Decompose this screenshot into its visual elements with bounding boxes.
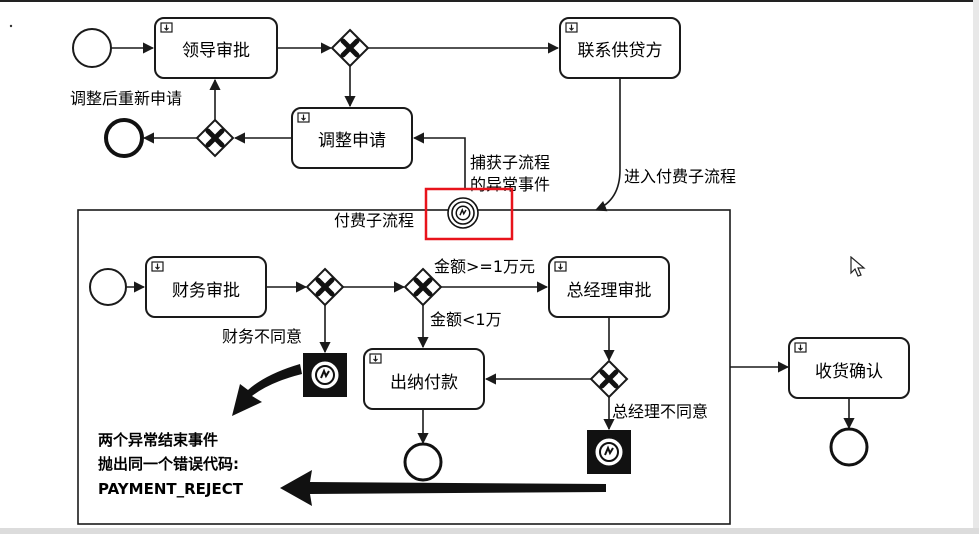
highlight-box bbox=[424, 187, 514, 241]
enter-subprocess-label: 进入付费子流程 bbox=[624, 167, 736, 186]
finance-reject-label: 财务不同意 bbox=[222, 327, 302, 346]
sequence-flows-subprocess bbox=[126, 281, 855, 445]
task-adjust-request-label: 调整申请 bbox=[318, 131, 386, 151]
start-event bbox=[72, 28, 112, 68]
exclusive-gateway-x-icon bbox=[332, 30, 368, 66]
catch-subprocess-label-line1: 捕获子流程 bbox=[470, 153, 550, 172]
note-line2: 抛出同一个错误代码: bbox=[98, 455, 239, 473]
bottom-edge bbox=[0, 528, 979, 534]
gm-reject-label: 总经理不同意 bbox=[612, 402, 708, 421]
subprocess-marker-icon bbox=[151, 261, 164, 272]
right-scroll-edge bbox=[973, 0, 979, 534]
error-event-icon bbox=[599, 442, 619, 462]
exclusive-gateway-x-icon bbox=[591, 361, 627, 397]
boundary-error-event[interactable] bbox=[447, 197, 479, 229]
subprocess-end-event bbox=[403, 442, 443, 482]
task-leader-approval-label: 领导审批 bbox=[182, 41, 250, 61]
task-leader-approval[interactable]: 领导审批 bbox=[154, 17, 278, 79]
exclusive-gateway-x-icon bbox=[307, 269, 343, 305]
subprocess-marker-icon bbox=[369, 353, 382, 364]
error-end-event-gm bbox=[587, 430, 631, 474]
task-finance-approval-label: 财务审批 bbox=[172, 281, 240, 301]
task-receipt-confirm-label: 收货确认 bbox=[815, 362, 883, 382]
subprocess-marker-icon bbox=[794, 342, 807, 353]
top-border bbox=[0, 0, 979, 2]
task-finance-approval[interactable]: 财务审批 bbox=[145, 256, 267, 318]
subprocess-start-event bbox=[89, 268, 127, 306]
task-receipt-confirm[interactable]: 收货确认 bbox=[788, 337, 910, 399]
task-gm-approval-label: 总经理审批 bbox=[567, 281, 652, 301]
annotation-arrow-finance bbox=[232, 364, 302, 416]
task-gm-approval[interactable]: 总经理审批 bbox=[548, 256, 670, 318]
end-event bbox=[104, 118, 144, 158]
task-cashier-pay[interactable]: 出纳付款 bbox=[363, 348, 485, 410]
catch-subprocess-label-line2: 的异常事件 bbox=[470, 175, 550, 194]
sequence-flows-top bbox=[111, 42, 621, 212]
task-contact-supplier[interactable]: 联系供贷方 bbox=[559, 17, 681, 79]
task-cashier-pay-label: 出纳付款 bbox=[390, 373, 458, 393]
task-adjust-request[interactable]: 调整申请 bbox=[291, 107, 413, 169]
final-end-event bbox=[829, 427, 869, 467]
subprocess-marker-icon bbox=[297, 112, 310, 123]
error-event-icon bbox=[455, 205, 471, 221]
artifact-dot bbox=[9, 24, 13, 28]
readjust-reapply-label: 调整后重新申请 bbox=[70, 89, 182, 108]
amount-lt-label: 金额<1万 bbox=[430, 310, 502, 329]
subprocess-marker-icon bbox=[554, 261, 567, 272]
subprocess-marker-icon bbox=[565, 22, 578, 33]
mouse-pointer-icon bbox=[850, 256, 866, 277]
exclusive-gateway-x-icon bbox=[197, 120, 233, 156]
subprocess-title: 付费子流程 bbox=[334, 211, 414, 230]
subprocess-marker-icon bbox=[160, 22, 173, 33]
note-line3: PAYMENT_REJECT bbox=[98, 480, 244, 498]
amount-ge-label: 金额>=1万元 bbox=[434, 257, 535, 276]
note-line1: 两个异常结束事件 bbox=[98, 431, 218, 449]
error-event-icon bbox=[315, 365, 335, 385]
task-contact-supplier-label: 联系供贷方 bbox=[578, 41, 663, 61]
error-end-event-finance bbox=[303, 353, 347, 397]
annotation-arrow-gm bbox=[280, 470, 606, 506]
